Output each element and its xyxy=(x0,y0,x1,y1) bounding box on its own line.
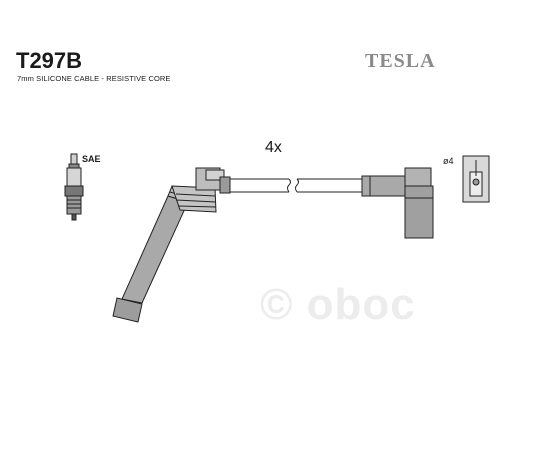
terminal-diameter-label: ø4 xyxy=(443,156,454,166)
brand-logo: TESLA xyxy=(365,50,436,72)
terminal-icon xyxy=(462,155,490,203)
cable-line xyxy=(230,178,362,193)
watermark: © oboc xyxy=(260,280,416,329)
spark-plug-icon xyxy=(64,153,84,221)
plug-boot-icon xyxy=(361,167,434,239)
product-description: 7mm SILICONE CABLE - RESISTIVE CORE xyxy=(17,74,171,83)
spark-plug-label: SAE xyxy=(82,154,101,164)
coil-boot-icon xyxy=(112,167,231,323)
quantity-label: 4x xyxy=(265,139,282,156)
product-code: T297B xyxy=(16,48,83,73)
